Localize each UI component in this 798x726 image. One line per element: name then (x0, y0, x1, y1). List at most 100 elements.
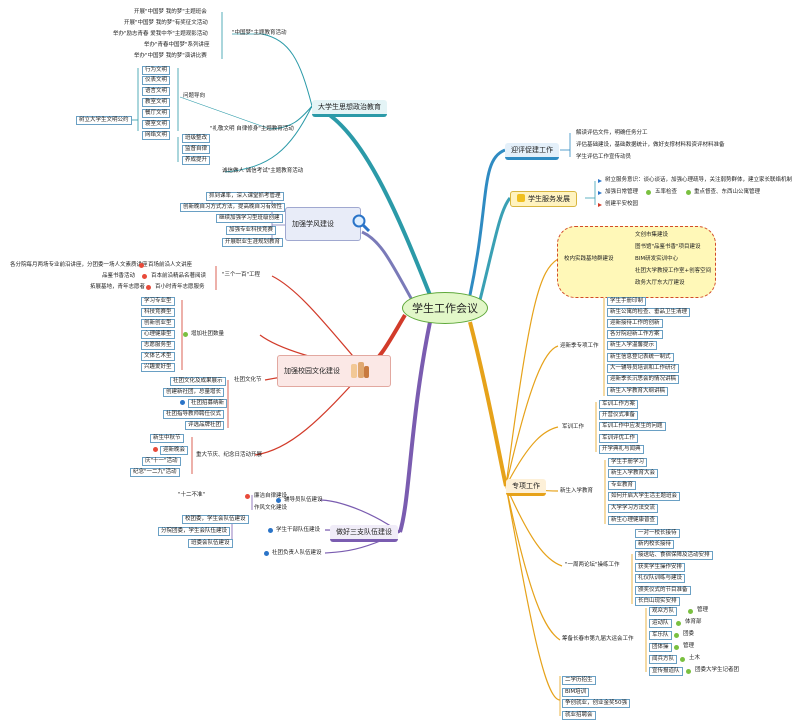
military-item[interactable]: 军训工作方案 (599, 400, 639, 409)
etiquette-branch[interactable]: "礼敬文明 自律修身"主题教育活动 (210, 126, 294, 132)
study-item[interactable]: 抓到课率，深入课堂抓考管理 (206, 192, 284, 201)
civ-item[interactable]: 教室文明 (142, 98, 171, 107)
freshmen-item[interactable]: 新生入学温馨提示 (607, 341, 658, 350)
weekly-item[interactable]: 颁奖仪式的节目准备 (635, 586, 691, 595)
freshmen-item[interactable]: 新生入学教育大纲讲稿 (607, 387, 669, 396)
evaluation-item[interactable]: 解读评估文件，明确任务分工 (576, 130, 648, 136)
evaluation-item[interactable]: 评估基础建设，基础数据统计，做好支撑材料和资评材料准备 (576, 142, 725, 148)
cadre-branch[interactable]: 学生干部队伍建设 (276, 527, 321, 533)
problem-oriented-node[interactable]: 问题导向 (183, 93, 206, 99)
club-type[interactable]: 志愿服务型 (141, 341, 175, 350)
three-hundred-item[interactable]: 百场前沿人文讲座 (148, 262, 193, 268)
club-type[interactable]: 创新创业型 (141, 319, 175, 328)
topic-evaluation[interactable]: 迎评促建工作 (505, 143, 559, 160)
topic-campus-culture[interactable]: 加强校园文化建设 (277, 355, 391, 387)
three-hundred-item[interactable]: 百小时青年志愿服务 (155, 284, 205, 290)
orientation-item[interactable]: 如何开启大学生活主题班会 (608, 492, 681, 501)
civ-item[interactable]: 仪表文明 (142, 76, 171, 85)
service-item[interactable]: 创建平安校园 (605, 201, 639, 207)
culture-fest-branch[interactable]: 社团文化节 (234, 377, 262, 383)
games-team[interactable]: 观众方队 (649, 607, 678, 616)
club-type[interactable]: 科技竞赛型 (141, 308, 175, 317)
twelve-rules[interactable]: "十二不准" (178, 492, 206, 498)
freshmen-branch[interactable]: 迎新季专项工作 (560, 343, 599, 349)
games-owner[interactable]: 管理 (683, 643, 695, 649)
topic-service[interactable]: 学生服务发展 (510, 191, 577, 207)
fest-item[interactable]: 社团文化及成果展示 (170, 377, 226, 386)
orientation-item[interactable]: 专业教育 (608, 481, 637, 490)
central-topic[interactable]: 学生工作会议 (402, 292, 488, 324)
misc-item[interactable]: 二学历招生 (562, 676, 596, 685)
fest-item[interactable]: 评选品牌社团 (185, 421, 225, 430)
china-dream-item[interactable]: 开展"中国梦 我的梦"有奖征文活动 (124, 20, 208, 26)
base-item[interactable]: 文创市集建设 (635, 232, 669, 238)
club-type[interactable]: 心理健康型 (141, 330, 175, 339)
freshmen-item[interactable]: 学生手册印制 (607, 297, 647, 306)
weekly-item[interactable]: 接送站、食宿保障及活动安排 (635, 551, 713, 560)
practice-base-branch[interactable]: 校内实践基地群建设 (564, 256, 614, 262)
culture-left-item[interactable]: 拓展基地，青年志愿者 (90, 284, 146, 290)
three-hundred-item[interactable]: 百本前沿精品名著阅读 (151, 273, 207, 279)
military-item[interactable]: 军训评优工作 (599, 434, 639, 443)
games-branch[interactable]: 筹备长春市第九届大运会工作 (562, 636, 634, 642)
military-item[interactable]: 开学典礼与闻典 (599, 445, 644, 454)
fest-item[interactable]: 社团指导教师聘任仪式 (163, 410, 225, 419)
civ-item[interactable]: 网络文明 (142, 131, 171, 140)
base-item[interactable]: 图书馆"品鉴书香"项目建设 (635, 244, 701, 250)
misc-item[interactable]: BIM培训 (562, 688, 590, 697)
cadre-item[interactable]: 分院团委，学生会队伍建设 (158, 527, 231, 536)
games-owner[interactable]: 团委 (683, 631, 695, 637)
games-team[interactable]: 运动队 (649, 619, 672, 628)
china-dream-item[interactable]: 举办"中国梦 我的梦"演讲比赛 (134, 53, 207, 59)
etiquette-item[interactable]: 监督自律 (182, 145, 211, 154)
evaluation-item[interactable]: 学生评估工作宣传动员 (576, 154, 632, 160)
games-team[interactable]: 宣传报道队 (649, 667, 683, 676)
military-item[interactable]: 军训工作中应发生的问题 (599, 422, 666, 431)
base-item[interactable]: BIM研发实训中心 (635, 256, 679, 262)
civ-item[interactable]: 行为文明 (142, 66, 171, 75)
orientation-item[interactable]: 学生手册学习 (608, 458, 648, 467)
china-dream-branch[interactable]: "中国梦"主题教育活动 (232, 30, 287, 36)
study-item[interactable]: 开展职业生涯规划教育 (222, 238, 284, 247)
weekly-item[interactable]: 长白山现实安排 (635, 597, 680, 606)
culture-left-item[interactable]: 各分院每月两场专业前沿讲座，分团委一场人文素质讲座 (10, 262, 148, 268)
freshmen-item[interactable]: 迎新季长沉思会的情况讲稿 (607, 375, 680, 384)
civ-item[interactable]: 餐厅文明 (142, 109, 171, 118)
topic-special[interactable]: 专项工作 (506, 479, 546, 496)
topic-ideology[interactable]: 大学生思想政治教育 (312, 100, 387, 117)
orientation-item[interactable]: 新生入学教育大会 (608, 469, 659, 478)
fest-item[interactable]: 创建新社团，总量增长 (163, 388, 225, 397)
freshmen-item[interactable]: 迎新接待工作的创新 (607, 319, 663, 328)
weekly-forum-branch[interactable]: "一周两论坛"操练工作 (565, 562, 620, 568)
games-owner[interactable]: 土木 (689, 655, 701, 661)
misc-item[interactable]: 争创就业，创业金奖50强 (562, 699, 630, 708)
service-item[interactable]: 树立服务意识：谈心谈话，加强心理疏导，关注弱势群体，建立家长联络机制 (605, 177, 793, 183)
civ-item[interactable]: 语言文明 (142, 87, 171, 96)
games-owner[interactable]: 团委大学生记者团 (695, 667, 740, 673)
orientation-branch[interactable]: 新生入学教育 (560, 488, 594, 494)
china-dream-item[interactable]: 举办"青春中国梦"系列讲座 (144, 42, 210, 48)
holiday-item[interactable]: 迎新晚会 (160, 446, 189, 455)
etiquette-item[interactable]: 班级整改 (182, 134, 211, 143)
club-leaders-branch[interactable]: 社团负责人队伍建设 (272, 550, 322, 556)
military-item[interactable]: 开营仪式准备 (599, 411, 639, 420)
freshmen-item[interactable]: 新生公寓的检查、垂品卫生清理 (607, 308, 691, 317)
service-item[interactable]: 加强日常管理 (605, 189, 639, 195)
topic-team[interactable]: 做好三支队伍建设 (330, 525, 398, 542)
clubs-branch[interactable]: 增加社团数量 (191, 331, 225, 337)
base-item[interactable]: 社团大学教授工作室+创客空间 (635, 268, 712, 274)
three-hundred-branch[interactable]: "三个一百"工程 (222, 272, 261, 278)
orientation-item[interactable]: 新生心理健康普查 (608, 516, 659, 525)
china-dream-item[interactable]: 举办"励志青春 爱我中华"主题观影活动 (113, 31, 208, 37)
games-owner[interactable]: 体育部 (685, 619, 702, 625)
club-type[interactable]: 文体艺术型 (141, 352, 175, 361)
freshmen-item[interactable]: 各分院迎新工作方案 (607, 330, 663, 339)
counselor-item[interactable]: 作风文化建设 (254, 505, 288, 511)
games-team[interactable]: 闻兵方队 (649, 655, 678, 664)
study-item[interactable]: 加强专业科技竞赛 (226, 226, 277, 235)
etiquette-item[interactable]: 养成提升 (182, 156, 211, 165)
counselor-item[interactable]: 廉洁自律建设 (254, 493, 288, 499)
topic-study-style[interactable]: 加强学风建设 (285, 207, 361, 241)
integrity-branch[interactable]: 诚信做人 诚信考试"主题教育活动 (222, 168, 304, 174)
military-branch[interactable]: 军训工作 (562, 424, 585, 430)
